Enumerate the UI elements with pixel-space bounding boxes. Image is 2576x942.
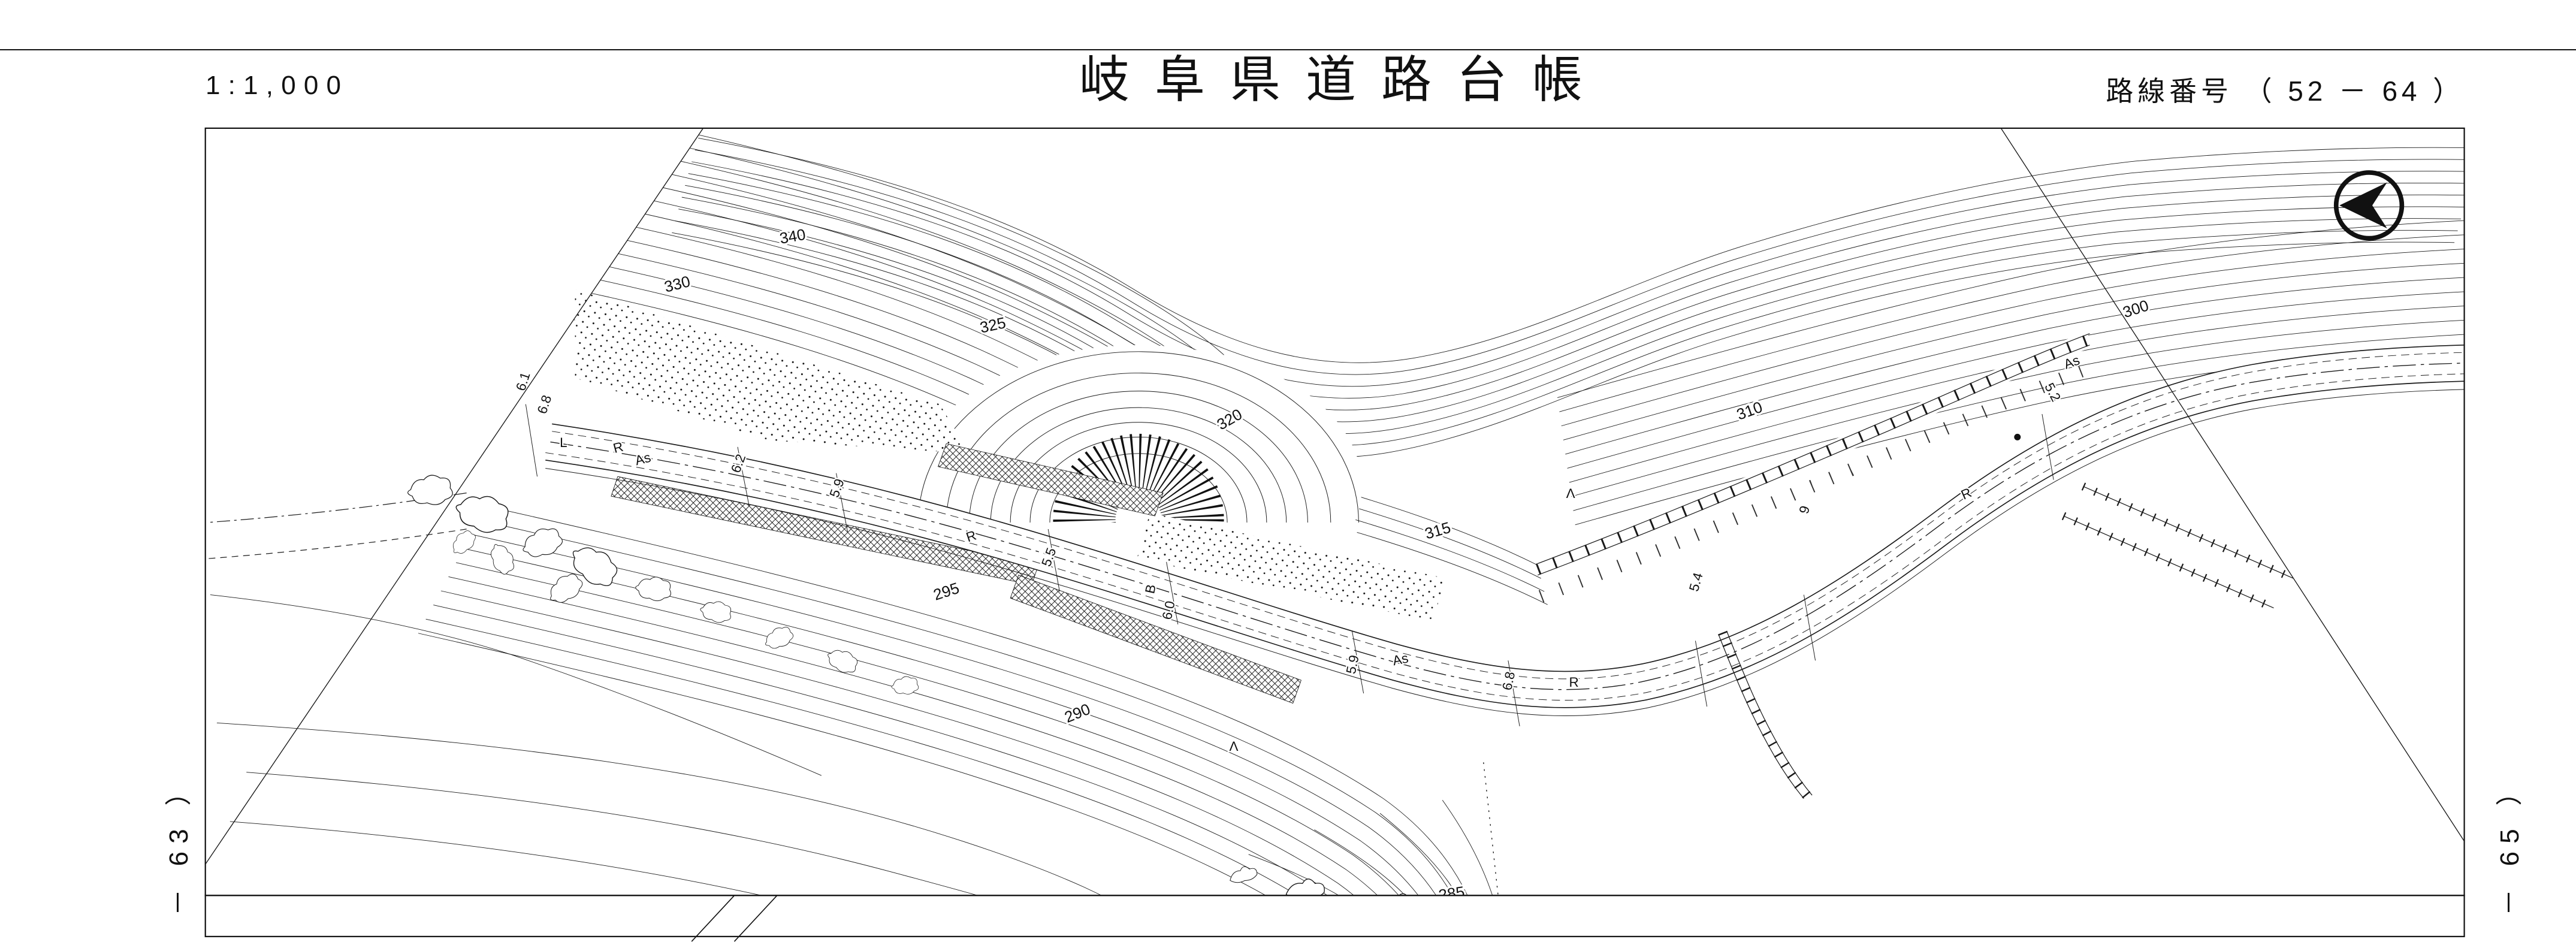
contour-label: 290	[1062, 700, 1093, 726]
road-annotation: 6.1	[513, 370, 533, 393]
match-diagonal-left	[205, 128, 704, 865]
road-annotation: L	[560, 435, 567, 450]
road-annotation: R	[1569, 675, 1578, 690]
page-title: 岐阜県道路台帳	[1079, 52, 1608, 108]
stipple-areas	[575, 289, 1446, 621]
north-arrow-icon	[2333, 170, 2405, 241]
contour-label: 315	[1423, 518, 1452, 543]
survey-point	[2014, 433, 2021, 440]
road-annotation: 9	[1796, 504, 1813, 515]
contour-label: 285	[1438, 883, 1466, 904]
road-annotation: 6.8	[534, 393, 554, 415]
road-annotation: Λ	[1230, 739, 1239, 754]
contour-label: 300	[2121, 296, 2151, 321]
road-annotation: 5.9	[1343, 654, 1362, 675]
sheet-boundaries	[205, 128, 2465, 865]
contour-label: 330	[662, 272, 691, 296]
frame	[204, 127, 2465, 942]
road-annotation: Λ	[1566, 486, 1575, 501]
contours-bottom	[1248, 762, 1499, 896]
contour-label: 295	[931, 579, 962, 604]
road-annotation: As	[1391, 650, 1410, 668]
contour-label: 310	[1734, 398, 1765, 424]
road	[525, 344, 2465, 727]
contour-label: 340	[778, 225, 807, 247]
contour-label: 325	[979, 313, 1008, 336]
match-lines	[2061, 482, 2296, 612]
width-measure-ticks	[525, 404, 2054, 727]
vegetation	[1227, 864, 1420, 896]
contours-lower-left	[210, 505, 1476, 896]
retaining-walls	[611, 443, 1301, 704]
slope-fan	[1053, 433, 1224, 523]
header-rule	[0, 49, 2576, 50]
road-annotation: 5.4	[1686, 571, 1706, 593]
route-number-label: 路線番号 （ 52 － 64 ）	[2106, 76, 2465, 107]
bottom-margin-strip	[204, 895, 2465, 937]
match-diagonal-right	[2000, 128, 2465, 842]
scale-label: 1:1,000	[206, 71, 349, 100]
